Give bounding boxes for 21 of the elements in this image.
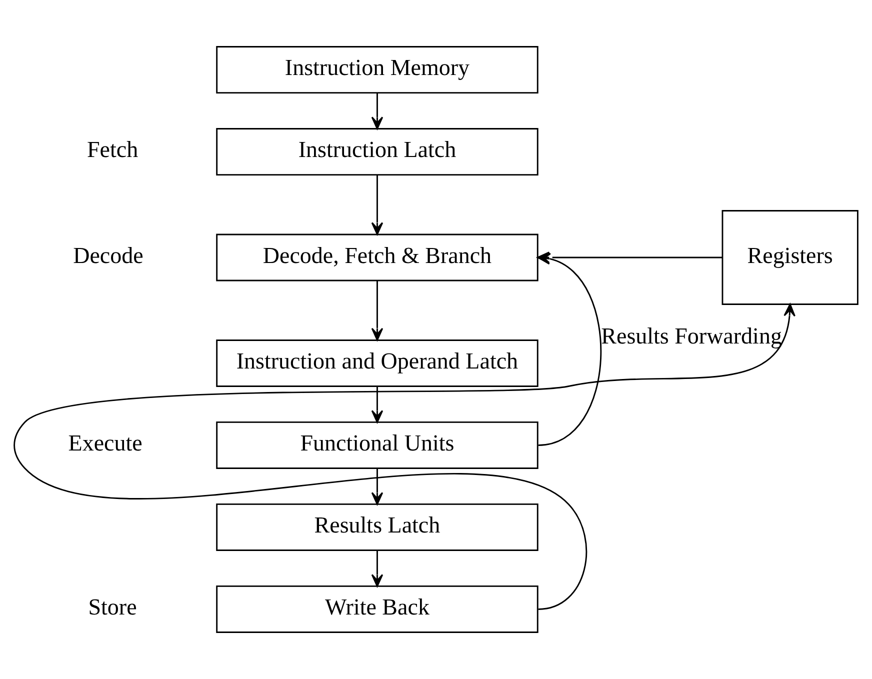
node-box: Registers bbox=[722, 210, 858, 305]
node-box: Instruction and Operand Latch bbox=[216, 340, 538, 387]
arrow bbox=[371, 550, 384, 587]
node-box: Instruction Latch bbox=[216, 128, 538, 176]
node-box: Functional Units bbox=[216, 422, 538, 469]
arrow bbox=[371, 92, 384, 130]
node-box: Instruction Memory bbox=[216, 46, 538, 94]
node-box: Results Latch bbox=[216, 504, 538, 551]
arrow bbox=[536, 252, 722, 264]
arrow bbox=[371, 175, 384, 235]
arrow bbox=[371, 280, 384, 341]
label: Execute bbox=[68, 430, 142, 456]
label: Decode bbox=[73, 242, 144, 268]
edge-label: Results Forwarding bbox=[601, 322, 782, 348]
node-box: Write Back bbox=[216, 586, 538, 633]
node-box: Decode, Fetch & Branch bbox=[216, 234, 538, 282]
label: Fetch bbox=[86, 136, 138, 162]
arrow bbox=[371, 386, 384, 423]
arrow bbox=[14, 304, 796, 610]
arrow bbox=[371, 468, 384, 505]
label: Store bbox=[88, 594, 137, 620]
